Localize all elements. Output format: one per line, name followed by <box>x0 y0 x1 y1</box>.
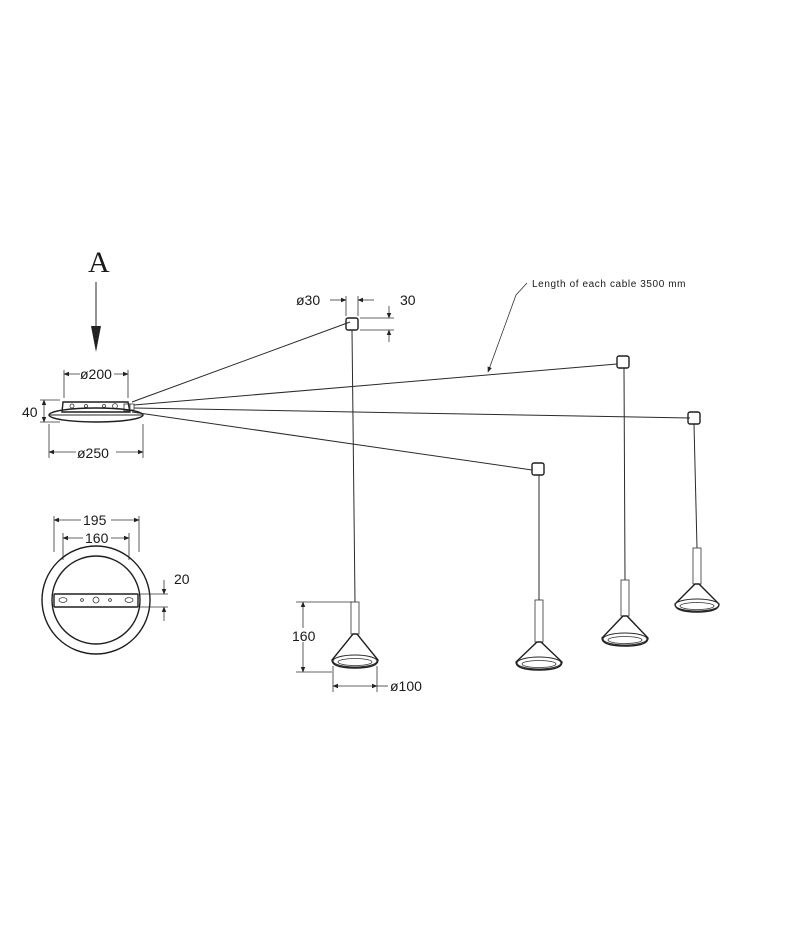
cable-length-note: Length of each cable 3500 mm <box>532 279 686 290</box>
cable-2 <box>133 363 618 406</box>
cable-1 <box>131 321 351 403</box>
view-arrow-head <box>91 326 101 352</box>
pendant-1: 160 ø100 <box>290 329 422 694</box>
cables <box>131 321 691 471</box>
hook-4 <box>531 462 545 476</box>
dim-plate-outer: 195 <box>83 512 107 528</box>
dim-hook-height: 30 <box>400 292 416 308</box>
cable-3 <box>133 407 691 419</box>
pendant-2 <box>515 475 563 671</box>
view-label: A <box>88 246 110 279</box>
cable-4 <box>131 411 533 471</box>
pendant-3 <box>601 367 649 647</box>
canopy-side-view: ø200 40 ø250 <box>22 366 144 461</box>
view-a-indicator: A <box>88 246 110 352</box>
dim-canopy-base-dia: ø250 <box>77 445 109 461</box>
mounting-bar <box>53 593 139 608</box>
canopy-plan-view: 195 160 20 <box>41 512 190 655</box>
dim-shade-dia: ø100 <box>390 678 422 694</box>
dim-hook-dia: ø30 <box>296 292 320 308</box>
hook-2 <box>616 355 630 369</box>
pendant-4 <box>674 423 720 613</box>
dim-canopy-height: 40 <box>22 404 38 420</box>
dim-bar-height: 20 <box>174 571 190 587</box>
cable-length-annotation: Length of each cable 3500 mm <box>487 279 686 373</box>
hook-1: ø30 30 <box>296 292 416 342</box>
dim-canopy-top-dia: ø200 <box>80 366 112 382</box>
dim-shade-height: 160 <box>292 628 316 644</box>
dim-plate-inner: 160 <box>85 530 109 546</box>
